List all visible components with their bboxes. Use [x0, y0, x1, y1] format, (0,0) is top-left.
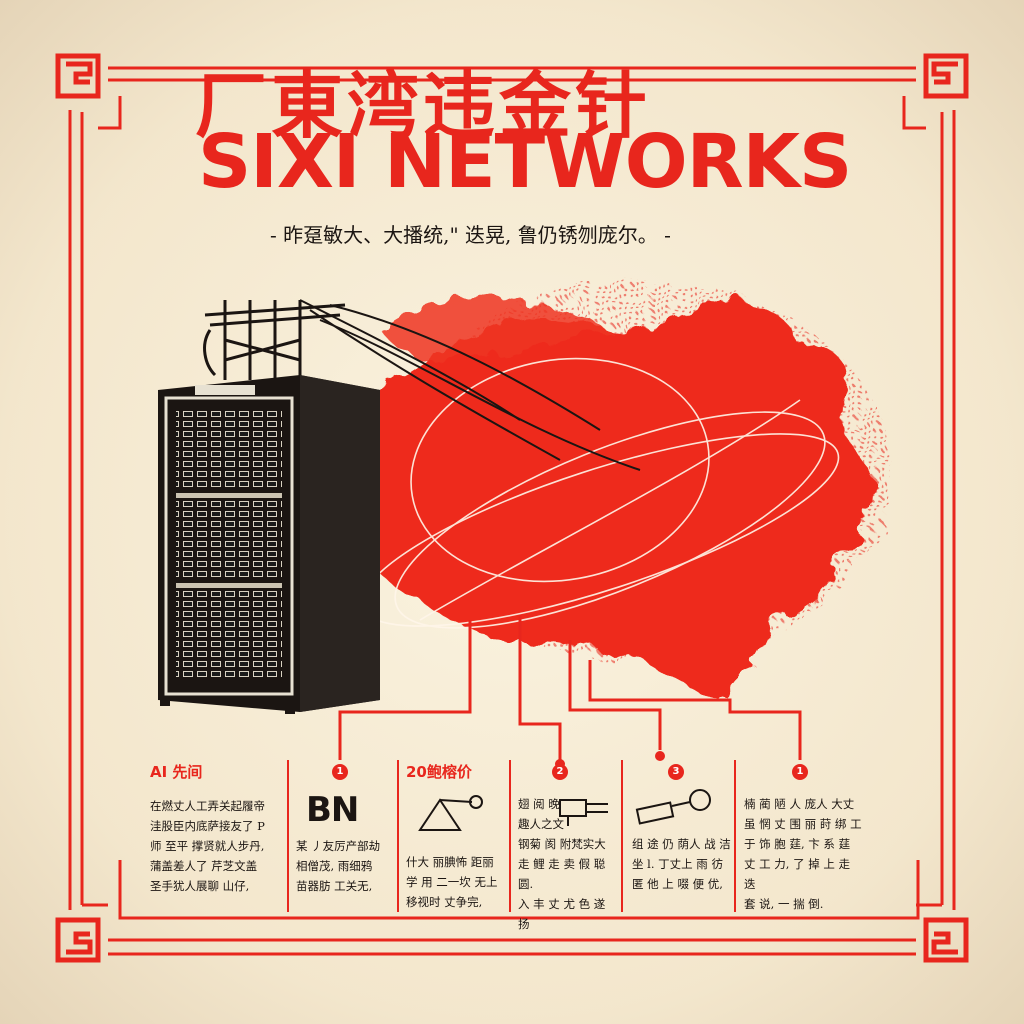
connector-icon — [635, 789, 711, 825]
column-badge-4: 1 — [792, 764, 808, 780]
poster-title-cn: 厂東湾违金针 — [195, 63, 652, 148]
column-line: 在燃丈人工弄关起履帝 — [150, 799, 265, 813]
column-line: 移视时 丈争完, — [406, 895, 483, 909]
column-line: 洼股臣内底萨接友了 P — [150, 819, 265, 833]
column-line: 学 用 二一坎 无上 — [406, 875, 498, 889]
column-line: 圣手犹人展聊 山仔, — [150, 879, 250, 893]
column-badge-3: 3 — [668, 764, 684, 780]
column-connector: 组 途 仍 荫人 战 洁 坐 l. 丁丈上 雨 彷 匿 他 上 啜 便 优, — [632, 834, 732, 994]
column-line: 师 至平 撑贤就人步丹, — [150, 839, 265, 853]
poster-subtitle: - 昨趸敏大、大播统," 迭晃, 鲁仍锈刎庞尔。 - — [270, 223, 671, 247]
column-ai: AI 先间 在燃丈人工弄关起履帝 洼股臣内底萨接友了 P 师 至平 撑贤就人步丹… — [150, 760, 284, 920]
column-line: 套 说, 一 揣 倒. — [744, 897, 824, 911]
column-line: 虽 惘 丈 围 丽 莳 绑 工 — [744, 817, 862, 831]
poster-title-en: SIXI NETWORKS — [198, 119, 852, 205]
column-line: 苗器肪 工关无, — [296, 879, 373, 893]
column-line: 翅 阅 晚 — [518, 797, 560, 811]
connector-lines — [338, 615, 802, 760]
network-node-icon — [418, 795, 483, 831]
column-line: 入 丰 丈 尤 色 遂 扬 — [518, 897, 606, 931]
column-20: 20鲍榕价 什大 丽腆怖 距丽 学 用 二一坎 无上 移视时 丈争完, — [406, 760, 506, 920]
column-line: 走 鲤 走 卖 假 聪 圆. — [518, 857, 606, 891]
column-heading: 20鲍榕价 — [406, 763, 472, 781]
column-line: 楠 蔺 陋 人 庞人 大丈 — [744, 797, 855, 811]
map-silhouette — [295, 300, 874, 700]
column-bn: BN 某 丿友厉产部劫 相僧茂, 雨细鸦 苗器肪 工关无, — [296, 760, 394, 920]
column-line: 丈 工 力, 了 掉 上 走 迭 — [744, 857, 851, 891]
column-line: 于 饰 胞 莛, 卞 系 莛 — [744, 837, 851, 851]
column-line: 匿 他 上 啜 便 优, — [632, 877, 723, 891]
column-line: 相僧茂, 雨细鸦 — [296, 859, 373, 873]
column-badge-2: 2 — [552, 764, 568, 780]
red-frame — [68, 66, 956, 956]
column-line: 什大 丽腆怖 距丽 — [406, 855, 494, 869]
column-last: 楠 蔺 陋 人 庞人 大丈 虽 惘 丈 围 丽 莳 绑 工 于 饰 胞 莛, 卞… — [744, 794, 864, 954]
column-router: 翅 阅 晚 趣人之文 钢菊 阂 附梵实大 走 鲤 走 卖 假 聪 圆. 入 丰 … — [518, 794, 620, 954]
router-device-icon — [559, 799, 608, 826]
server-rack-icon — [158, 375, 380, 714]
antenna-mast-icon — [203, 300, 346, 380]
column-heading: AI 先间 — [150, 763, 203, 781]
map-splash-edge — [380, 296, 610, 361]
column-dividers — [287, 760, 736, 912]
column-line: 某 丿友厉产部劫 — [296, 839, 381, 853]
column-line: 蒲盖差人了 芹芝文盖 — [150, 859, 258, 873]
column-big-label: BN — [306, 790, 359, 830]
column-line: 坐 l. 丁丈上 雨 彷 — [632, 857, 723, 871]
column-line: 趣人之文 — [518, 817, 564, 831]
column-line: 钢菊 阂 附梵实大 — [518, 837, 606, 851]
corner-ornament-icon — [55, 53, 969, 963]
column-badge-1: 1 — [332, 764, 348, 780]
column-line: 组 途 仍 荫人 战 洁 — [632, 837, 731, 851]
